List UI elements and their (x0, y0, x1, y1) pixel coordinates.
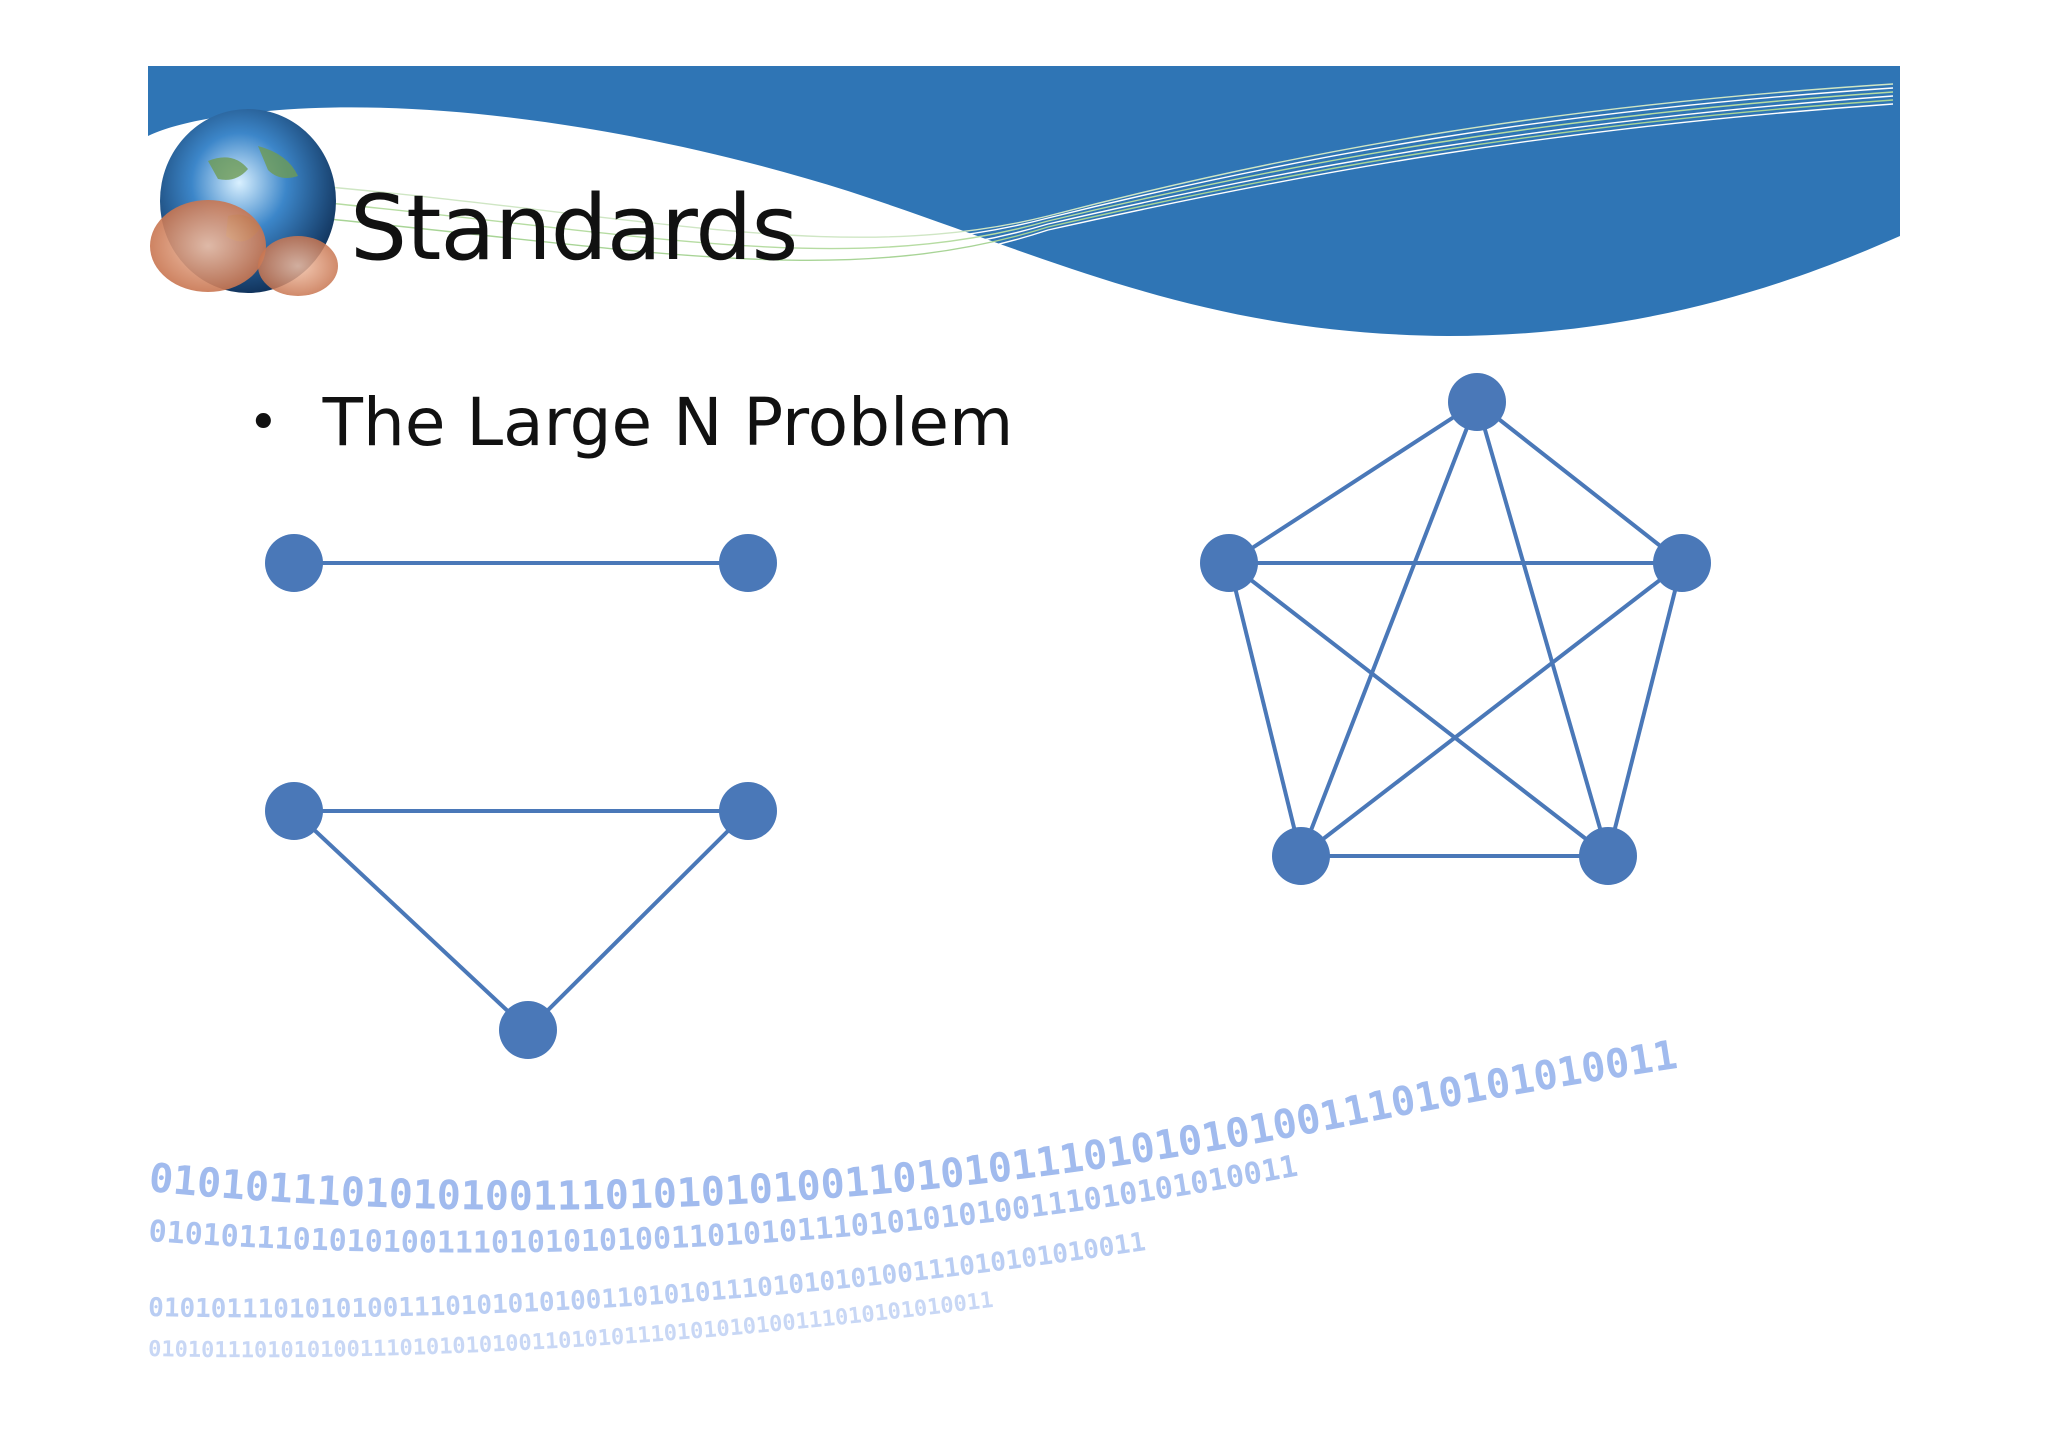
graph-node (1200, 534, 1258, 592)
graph-node (265, 534, 323, 592)
three-node-graph (265, 782, 777, 1059)
graph-node (1653, 534, 1711, 592)
graph-edge (1477, 402, 1682, 563)
graph-node (1272, 827, 1330, 885)
graph-node (1579, 827, 1637, 885)
graph-edge (1229, 563, 1608, 856)
graph-node (499, 1001, 557, 1059)
two-node-graph (265, 534, 777, 592)
graph-node (719, 534, 777, 592)
graph-edge (1608, 563, 1682, 856)
graph-node (265, 782, 323, 840)
graph-edge (1477, 402, 1608, 856)
graph-edge (528, 811, 748, 1030)
five-node-graph (1200, 373, 1711, 885)
graph-edge (294, 811, 528, 1030)
graph-edge (1229, 563, 1301, 856)
graph-node (1448, 373, 1506, 431)
graph-node (719, 782, 777, 840)
graph-edge (1229, 402, 1477, 563)
network-diagrams (148, 66, 1900, 1380)
slide: 0101011101010100111010101010011010101110… (148, 66, 1900, 1380)
